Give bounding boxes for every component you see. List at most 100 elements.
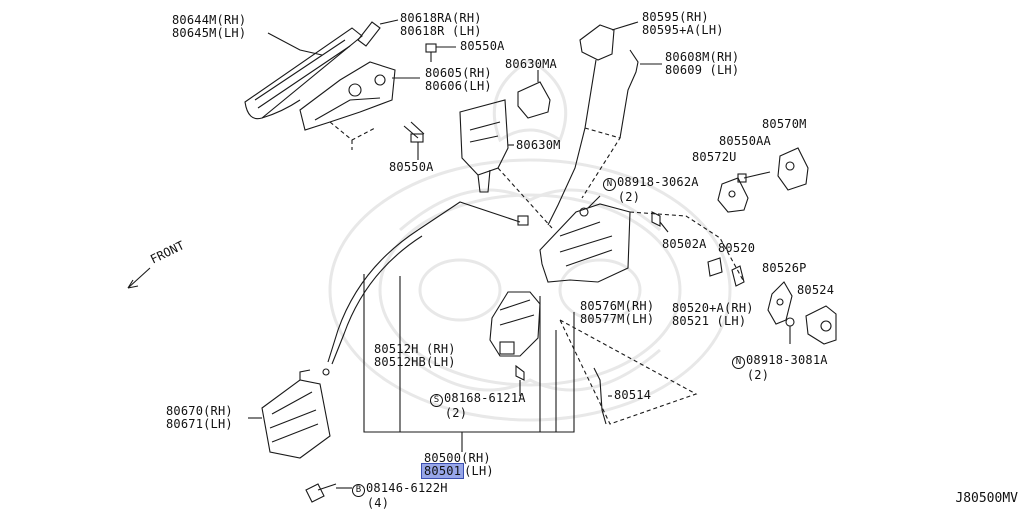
callout-line: (4) [352, 497, 448, 510]
fastener-symbol-icon: S [430, 394, 443, 407]
callout-line: 80521 (LH) [672, 315, 754, 328]
callout-p80550a_top[interactable]: 80550A [460, 40, 505, 53]
assembly-bracket [363, 274, 575, 452]
callout-line: 80524 [797, 284, 834, 297]
callout-p80520[interactable]: 80520 [718, 242, 755, 255]
callout-text: 80645M(LH) [172, 26, 247, 40]
bolt-08146-6122h[interactable] [305, 483, 337, 503]
outside-door-handle[interactable] [244, 27, 363, 120]
screw-80502a[interactable] [651, 211, 669, 233]
callout-p80520a[interactable]: 80520+A(RH)80521 (LH) [672, 302, 754, 328]
callout-text: 80514 [614, 388, 652, 402]
callout-text: 08918-3062A [617, 175, 699, 189]
striker-cover[interactable] [777, 147, 809, 191]
callout-text: (2) [603, 190, 641, 204]
callout-p80670[interactable]: 80670(RH)80671(LH) [166, 405, 233, 431]
inside-latch[interactable] [261, 369, 331, 459]
callout-p80595[interactable]: 80595(RH)80595+A(LH) [642, 11, 724, 37]
latch-rod[interactable] [593, 367, 607, 425]
callout-line: 80605(RH) [425, 67, 492, 80]
callout-line: 80630M [516, 139, 561, 152]
callout-text: 08168-6121A [444, 391, 526, 405]
callout-text: (2) [732, 368, 770, 382]
diagram-code: J80500MV [955, 491, 1018, 506]
callout-p80550a_mid[interactable]: 80550A [389, 161, 434, 174]
callout-text: 80605(RH) [425, 66, 492, 80]
callout-line: 80630MA [505, 58, 557, 71]
callout-p80605[interactable]: 80605(RH)80606(LH) [425, 67, 492, 93]
nut-08918-3062a[interactable] [579, 207, 589, 217]
door-striker[interactable] [805, 305, 837, 345]
callout-line: (2) [732, 369, 828, 382]
callout-p80512[interactable]: 80512H (RH)80512HB(LH) [374, 343, 456, 369]
screw-08168-6121a[interactable] [515, 364, 525, 396]
callout-p80570[interactable]: 80570M [762, 118, 807, 131]
callout-text: 80577M(LH) [580, 312, 655, 326]
callout-p80572u[interactable]: 80572U [692, 151, 737, 164]
callout-p80644[interactable]: 80644M(RH)80645M(LH) [172, 14, 246, 40]
callout-line: 80572U [692, 151, 737, 164]
callout-text: 80520+A(RH) [672, 301, 754, 315]
callout-p80630ma[interactable]: 80630MA [505, 58, 557, 71]
callout-line: 80550A [389, 161, 434, 174]
callout-p80630m[interactable]: 80630M [516, 139, 561, 152]
callout-p80524[interactable]: 80524 [797, 284, 834, 297]
callout-suffix: (LH) [464, 464, 494, 478]
callout-text: 80550A [460, 39, 505, 53]
outside-handle-rod[interactable] [547, 24, 615, 226]
callout-line: 80670(RH) [166, 405, 233, 418]
callout-line: 80550AA [719, 135, 771, 148]
door-lock-actuator[interactable] [489, 291, 541, 357]
callout-p80502a[interactable]: 80502A [662, 238, 707, 251]
callout-text: 80502A [662, 237, 707, 251]
callout-text: 80570M [762, 117, 807, 131]
front-direction-arrow [127, 267, 151, 289]
fastener-symbol-icon: N [603, 178, 616, 191]
callout-p80500[interactable]: 80500(RH)80501(LH) [421, 451, 494, 479]
callout-line: 80595(RH) [642, 11, 724, 24]
screw-80550a-mid[interactable] [403, 121, 425, 143]
callout-line: (2) [603, 191, 699, 204]
clip-80520[interactable] [707, 257, 745, 287]
callout-p80608[interactable]: 80608M(RH)80609 (LH) [665, 51, 739, 77]
callout-line: 80644M(RH) [172, 14, 246, 27]
striker-plate[interactable] [717, 177, 749, 213]
callout-text: 80595+A(LH) [642, 23, 724, 37]
inside-handle-bracket[interactable] [459, 99, 509, 193]
callout-text: 80550AA [719, 134, 771, 148]
callout-text: 80512HB(LH) [374, 355, 456, 369]
callout-line: 80577M(LH) [580, 313, 654, 326]
handle-bracket[interactable] [299, 61, 396, 131]
callout-text: 80630MA [505, 57, 557, 71]
callout-p80576[interactable]: 80576M(RH)80577M(LH) [580, 300, 654, 326]
callout-p80618[interactable]: 80618RA(RH)80618R (LH) [400, 12, 482, 38]
striker-bracket[interactable] [767, 281, 793, 325]
bolt-80550aa[interactable] [737, 171, 771, 183]
nut-08918-3081a[interactable] [785, 317, 795, 344]
leader-80595 [611, 21, 639, 31]
rod-bracket-80630ma[interactable] [517, 81, 551, 119]
leader-80644 [267, 32, 323, 56]
callout-p80526p[interactable]: 80526P [762, 262, 807, 275]
callout-text: 80671(LH) [166, 417, 233, 431]
handle-cable[interactable] [322, 201, 529, 376]
callout-p80514[interactable]: 80514 [614, 389, 651, 402]
callout-text: 80609 (LH) [665, 63, 740, 77]
screw-80550a-top[interactable] [425, 43, 437, 62]
callout-p80550aa[interactable]: 80550AA [719, 135, 771, 148]
callout-line: 80595+A(LH) [642, 24, 724, 37]
callout-line: 80608M(RH) [665, 51, 739, 64]
callout-text: (4) [352, 496, 390, 510]
handle-gasket[interactable] [357, 21, 381, 47]
callout-text: 80500(RH) [424, 451, 491, 465]
callout-text: 80606(LH) [425, 79, 492, 93]
lock-rod[interactable] [619, 49, 639, 139]
callout-line: 80514 [614, 389, 651, 402]
callout-text: 80618R (LH) [400, 24, 482, 38]
